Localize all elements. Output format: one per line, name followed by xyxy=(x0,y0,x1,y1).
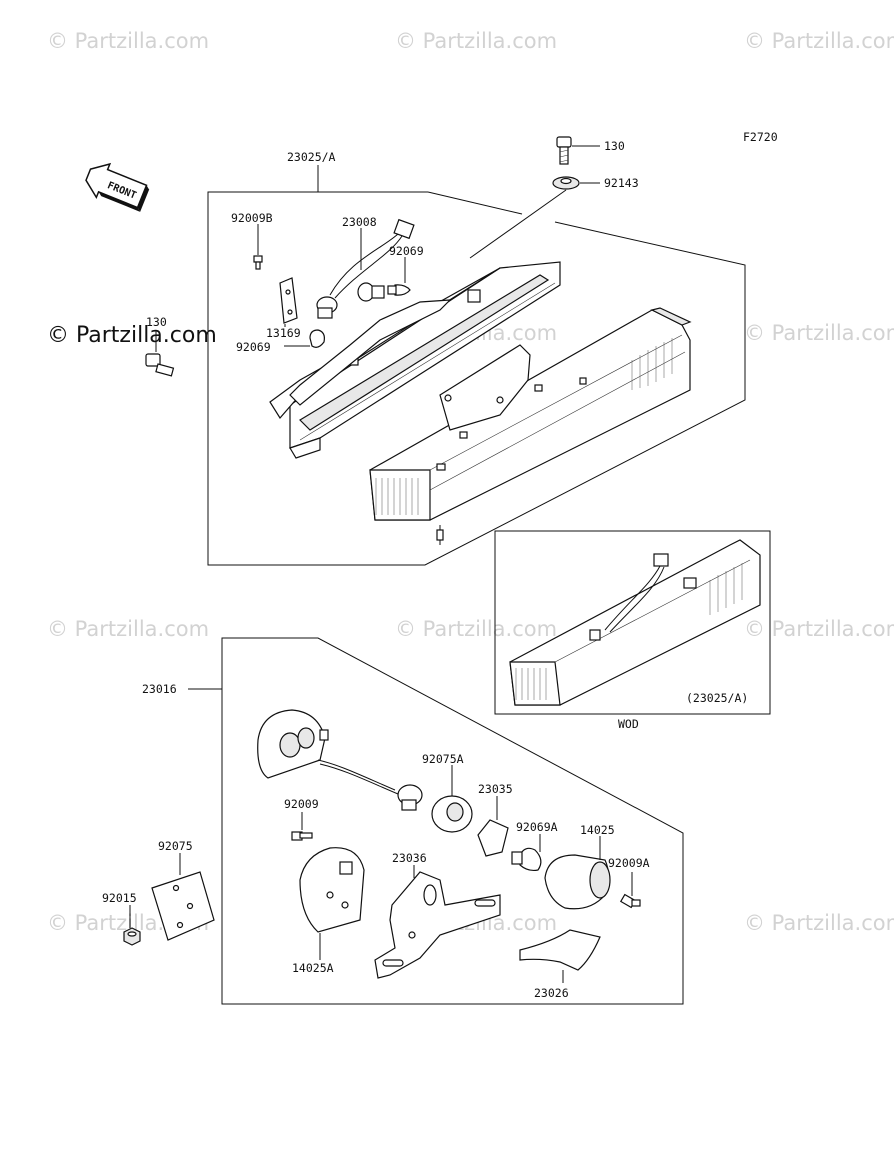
screw-92009b xyxy=(253,224,263,270)
watermark: © Partzilla.com xyxy=(744,321,894,345)
diagram-code: F2720 xyxy=(743,130,778,144)
label-14025a: 14025A xyxy=(292,961,334,975)
label-92075a: 92075A xyxy=(422,752,464,766)
label-23036: 23036 xyxy=(392,851,427,865)
label-130-left: 130 xyxy=(146,315,167,329)
bracket-13169 xyxy=(279,277,298,327)
label-23016: 23016 xyxy=(142,682,177,696)
watermark-dark: © Partzilla.com xyxy=(47,323,217,348)
label-92015: 92015 xyxy=(102,891,137,905)
front-arrow-icon: FRONT xyxy=(85,162,150,212)
bolt-130-top xyxy=(556,136,600,165)
variant-ref-label: (23025/A) xyxy=(686,691,748,705)
bolt-130-left xyxy=(145,330,175,377)
watermark: © Partzilla.com xyxy=(395,617,557,641)
watermarks: © Partzilla.com © Partzilla.com © Partzi… xyxy=(47,29,894,935)
tail-light-lens xyxy=(369,307,692,545)
bulb-92069a xyxy=(511,834,542,872)
socket-wire-92075a xyxy=(317,759,473,833)
label-92069-top: 92069 xyxy=(389,244,424,258)
license-light-frame xyxy=(188,637,684,1005)
label-92069-mid: 92069 xyxy=(236,340,271,354)
label-92009: 92009 xyxy=(284,797,319,811)
label-23008: 23008 xyxy=(342,215,377,229)
label-92075: 92075 xyxy=(158,839,193,853)
label-23035: 23035 xyxy=(478,782,513,796)
wod-variant-box xyxy=(494,530,771,715)
tail-light-housing xyxy=(269,261,561,459)
socket-23035 xyxy=(477,796,509,857)
plate-23026 xyxy=(519,929,601,983)
screw-92009 xyxy=(291,812,313,841)
case-14025a xyxy=(299,847,365,960)
bracket-23036 xyxy=(374,865,501,979)
washer-92143 xyxy=(469,176,600,259)
watermark: © Partzilla.com xyxy=(47,29,209,53)
label-92009b: 92009B xyxy=(231,211,273,225)
watermark: © Partzilla.com xyxy=(744,617,894,641)
watermark: © Partzilla.com xyxy=(395,29,557,53)
part-labels: 130 92143 23025/A 92009B 23008 92069 130… xyxy=(102,139,650,1000)
watermark: © Partzilla.com xyxy=(47,617,209,641)
screw-92009a xyxy=(619,872,641,909)
watermark: © Partzilla.com xyxy=(744,29,894,53)
variant-label: WOD xyxy=(618,717,639,731)
label-23026: 23026 xyxy=(534,986,569,1000)
bulb-92069-mid xyxy=(284,329,325,348)
label-23025a: 23025/A xyxy=(287,150,336,164)
license-light-housing xyxy=(257,709,329,779)
label-92069a: 92069A xyxy=(516,820,558,834)
label-92143: 92143 xyxy=(604,176,639,190)
inner-bracket xyxy=(439,344,543,439)
bulb-92069-top xyxy=(387,257,411,296)
label-130-top: 130 xyxy=(604,139,625,153)
nut-92015 xyxy=(123,905,141,946)
tail-light-assembly-frame xyxy=(207,165,746,566)
watermark: © Partzilla.com xyxy=(744,911,894,935)
label-92009a: 92009A xyxy=(608,856,650,870)
label-14025: 14025 xyxy=(580,823,615,837)
wiring-harness-23008 xyxy=(316,218,415,319)
label-13169: 13169 xyxy=(266,326,301,340)
plate-92075 xyxy=(151,853,215,941)
lens-14025 xyxy=(544,836,611,910)
